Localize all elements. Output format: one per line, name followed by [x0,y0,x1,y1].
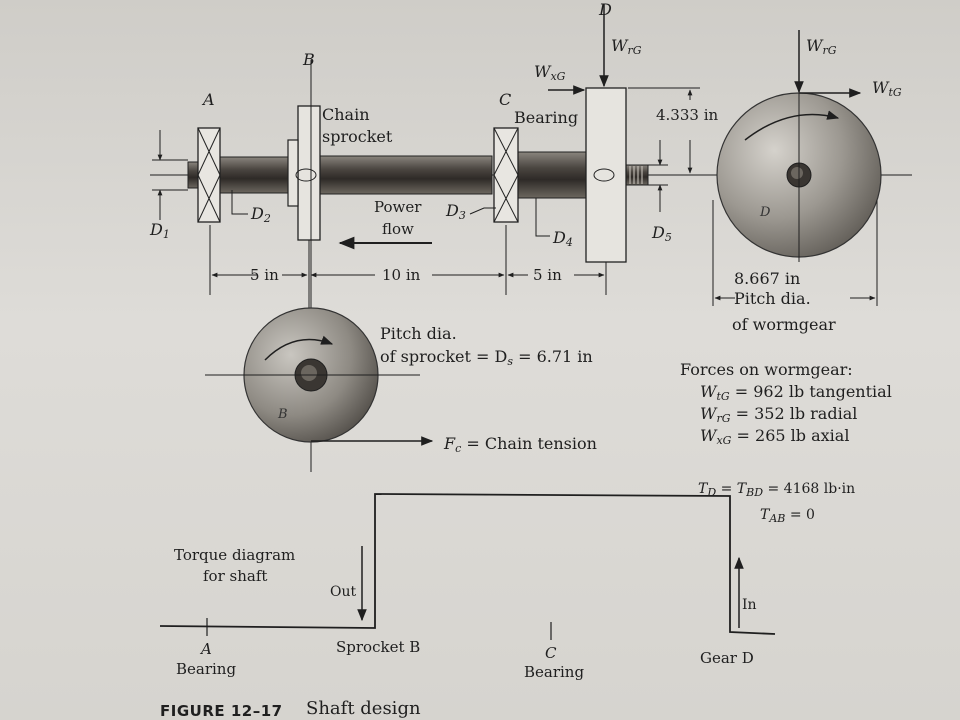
axis-a-letter: A [201,640,212,658]
label-d4: D4 [553,228,573,249]
label-d1: D1 [150,220,170,241]
axis-c-letter: C [545,644,557,662]
sprocket-pitch-line2: of sprocket = Ds = 6.71 in [380,347,593,368]
label-wrg-side: WrG [611,36,642,57]
bearing-a [197,127,221,223]
figure-title: Shaft design [306,698,421,719]
label-sprocket: sprocket [322,127,393,146]
d2-leader [231,190,248,215]
torque-td: TD = TBD = 4168 lb·in [698,481,856,499]
label-chain: Chain [322,105,370,124]
bearing-c [493,127,519,223]
axis-c-name: Bearing [524,663,585,681]
forces-heading: Forces on wormgear: [680,360,853,379]
sprocket-b-front [205,307,420,443]
d3-leader [469,207,496,215]
offset-dimension [628,87,700,174]
shaft [187,151,649,199]
label-d5: D5 [652,223,672,244]
dim-offset: 4.333 in [656,106,719,124]
label-wtg: WtG [872,78,902,99]
force-row-axial: WxG = 265 lb axial [700,426,850,447]
dim-cd: 5 in [533,266,562,284]
label-gear-d: D [760,205,771,220]
axis-b-name: Sprocket B [336,638,421,656]
axis-a-name: Bearing [176,660,237,678]
torque-diagram [159,493,776,640]
force-row-radial: WrG = 352 lb radial [700,404,858,425]
worm-pitch-of: of wormgear [732,315,836,334]
length-dimensions [209,225,607,310]
torque-in: In [742,597,757,613]
torque-title-2: for shaft [203,567,268,585]
dim-bc: 10 in [382,266,421,284]
figure-number: FIGURE 12–17 [160,702,283,720]
label-d: D [599,0,612,19]
axis-d-name: Gear D [700,649,754,667]
label-b: B [303,50,315,69]
sprocket-pitch-line1: Pitch dia. [380,324,457,343]
worm-pitch-value: 8.667 in [734,269,801,288]
torque-title-1: Torque diagram [174,546,296,564]
d5-indicator [648,140,668,212]
d4-leader [535,198,550,237]
chain-tension-label: Fc = Chain tension [444,434,597,455]
label-flow: flow [382,220,414,238]
torque-out: Out [330,584,357,600]
dim-ab: 5 in [250,266,279,284]
label-power: Power [374,198,422,216]
d1-indicator [152,130,188,220]
label-a: A [203,90,215,109]
force-row-tangential: WtG = 962 lb tangential [700,382,892,403]
label-c: C [499,90,512,109]
label-d3: D3 [446,201,466,222]
wormgear-d-side [585,87,627,263]
worm-pitch-label: Pitch dia. [734,289,811,308]
label-wrg-front: WrG [806,36,837,57]
sprocket-b-side [287,105,321,241]
label-bearing-c: Bearing [514,108,579,127]
torque-tab: TAB = 0 [760,507,815,525]
label-wxg: WxG [534,62,566,83]
label-d2: D2 [251,204,271,225]
pitch-dimension [712,200,878,306]
label-sprocket-b: B [278,407,288,422]
